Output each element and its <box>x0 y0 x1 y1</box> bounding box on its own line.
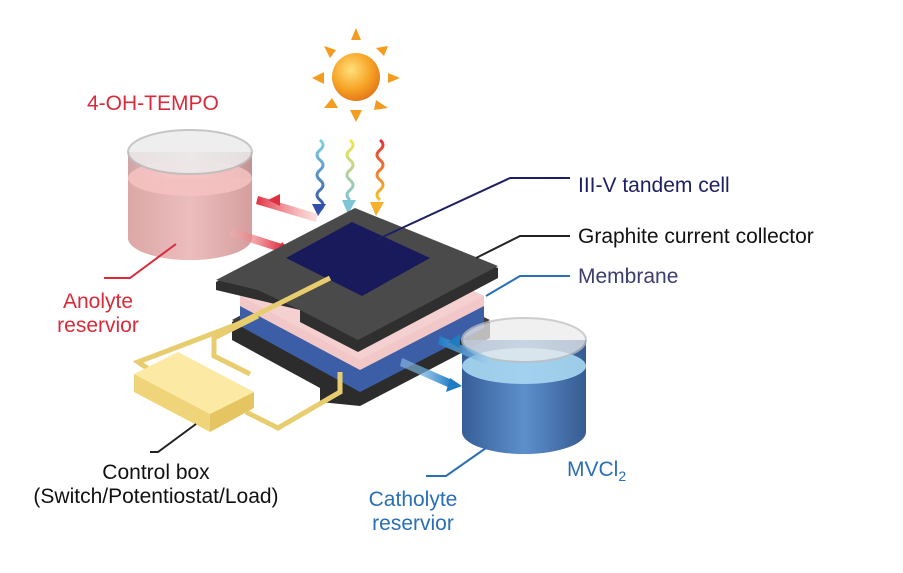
catholyte-species-subscript: 2 <box>618 468 627 485</box>
catholyte-species-label: MVCl2 <box>567 458 626 484</box>
catholyte-reservoir-label-line2: reservior <box>372 512 454 536</box>
control-box-label-line2: (Switch/Potentiostat/Load) <box>33 485 279 509</box>
tandem-cell <box>286 222 430 296</box>
control-box-label: Control box (Switch/Potentiostat/Load) <box>0 461 312 509</box>
anolyte-reservoir <box>127 129 253 260</box>
catholyte-reservoir <box>461 317 587 454</box>
anolyte-species-label: 4-OH-TEMPO <box>87 92 219 115</box>
anolyte-reservoir-label-line1: Anolyte <box>62 290 134 313</box>
catholyte-reservoir-label: Catholyte reservior <box>338 488 488 536</box>
anolyte-reservoir-label-line2: reservior <box>57 314 139 338</box>
tandem-cell-label: III-V tandem cell <box>578 174 730 197</box>
membrane-label: Membrane <box>578 265 679 288</box>
control-box-label-line1: Control box <box>102 461 210 484</box>
sun-icon <box>312 28 400 122</box>
current-collector-label: Graphite current collector <box>578 225 814 248</box>
catholyte-reservoir-label-line1: Catholyte <box>368 488 458 511</box>
catholyte-species-base: MVCl <box>567 458 619 481</box>
light-wave-icon <box>312 138 385 216</box>
control-box <box>134 352 254 432</box>
catholyte-flow-arrows <box>400 334 492 392</box>
anolyte-reservoir-label: Anolyte reservior <box>28 290 168 338</box>
leader-lines <box>104 177 570 477</box>
wires <box>132 275 343 431</box>
